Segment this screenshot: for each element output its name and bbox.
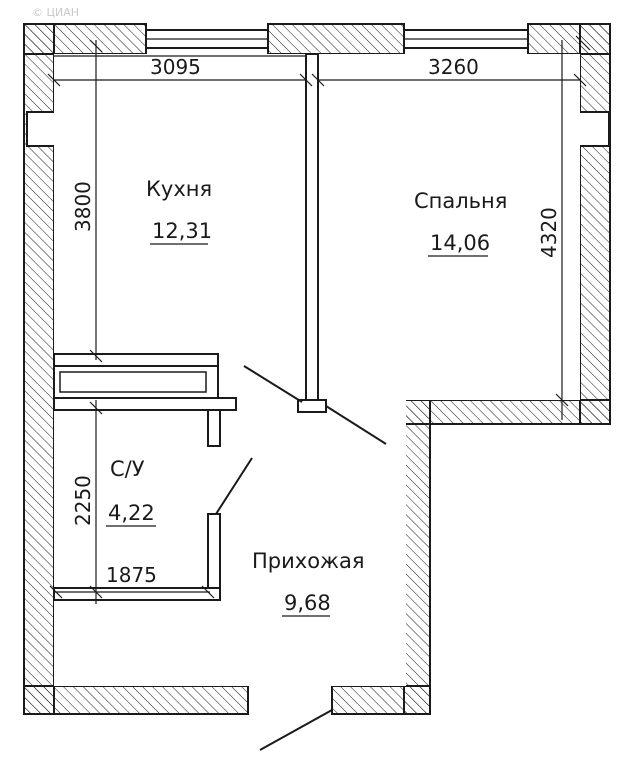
wall-hallway-right [403,399,431,715]
door-entrance [259,709,333,751]
wall-partition-kitchen-bedroom [305,53,319,401]
door-bathroom [215,457,253,515]
room-bedroom-area: 14,06 [430,231,490,255]
watermark: © ЦИАН [32,6,79,19]
wall-bathroom-right [207,513,221,599]
dim-kitchen-height: 3800 [71,181,95,232]
wall-bottom-right [331,685,431,715]
dim-bathroom-height: 2250 [71,475,95,526]
room-bathroom-area: 4,22 [108,501,155,525]
room-hallway-name: Прихожая [252,549,364,573]
dim-bedroom-width: 3260 [428,55,479,79]
door-bedroom [325,405,387,445]
room-bathroom-name: С/У [110,457,145,481]
dim-bedroom-height: 4320 [537,207,561,258]
wall-bathroom-top [53,397,237,411]
shaft-inner [59,371,207,393]
wall-kitchen-bottom [53,353,219,367]
wall-top-middle [267,23,405,55]
room-bedroom-name: Спальня [414,189,507,213]
wall-bottom-left [23,685,249,715]
room-kitchen-name: Кухня [146,177,212,201]
dim-kitchen-width: 3095 [150,55,201,79]
wall-bathroom-bottom [53,587,221,601]
wall-partition-foot [297,399,327,413]
door-kitchen [243,365,303,403]
room-kitchen-area: 12,31 [152,219,212,243]
wall-bathroom-stub [207,409,221,447]
room-hallway-area: 9,68 [284,591,331,615]
dim-bathroom-width: 1875 [106,563,157,587]
window-right [576,111,610,147]
